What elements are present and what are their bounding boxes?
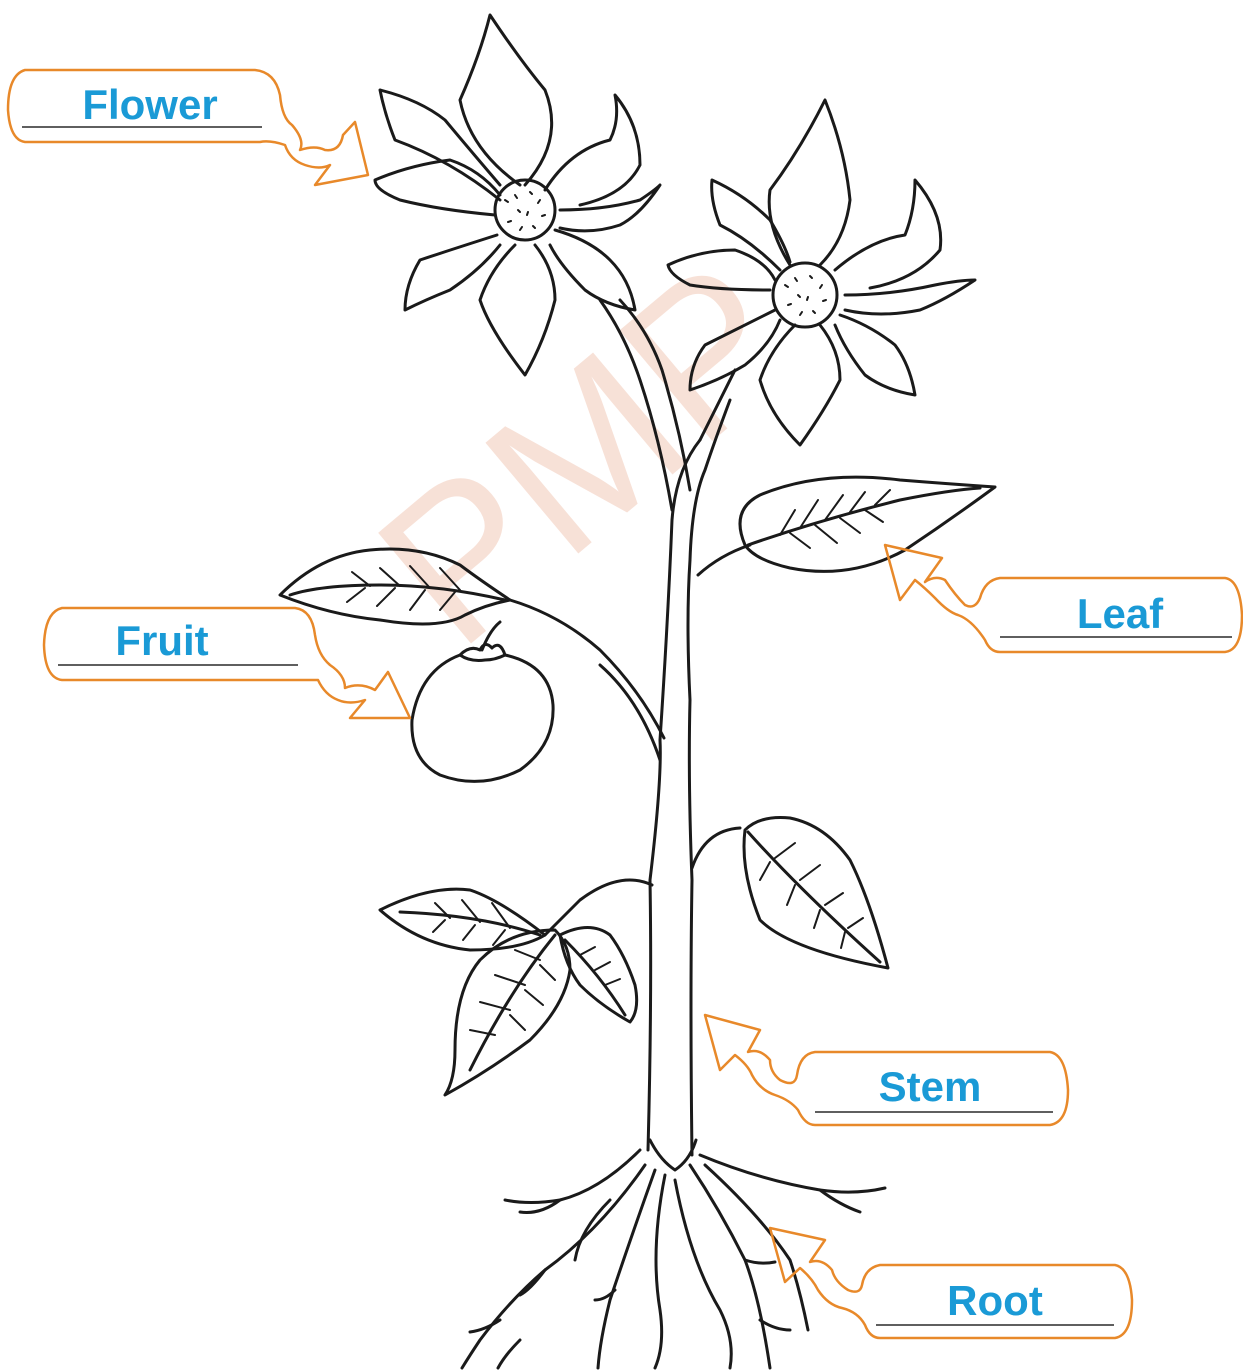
upper-right-leaf-drawing	[740, 477, 995, 571]
roots	[462, 1150, 885, 1368]
lower-left-leaves-drawing	[380, 889, 637, 1095]
fruit-label: Fruit	[52, 620, 272, 662]
root-label: Root	[885, 1280, 1105, 1322]
watermark-text: PMP	[336, 216, 836, 689]
leaf-label: Leaf	[1010, 593, 1230, 635]
flower-label: Flower	[40, 84, 260, 126]
stem-label: Stem	[820, 1066, 1040, 1108]
lower-right-leaf-drawing	[744, 818, 888, 969]
